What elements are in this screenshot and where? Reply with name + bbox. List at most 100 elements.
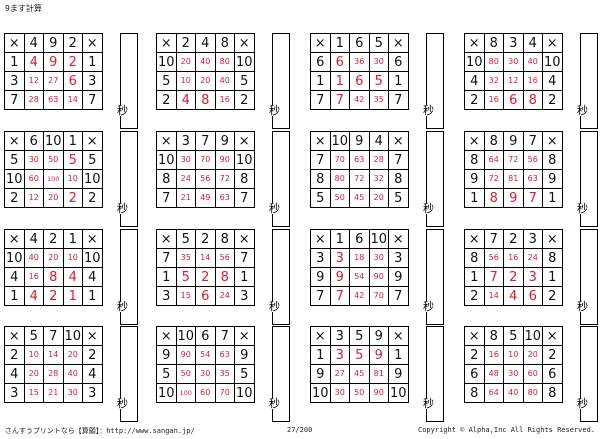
answer-cell: 8 [483,188,504,208]
time-box [272,326,290,422]
column-header: 6 [195,326,216,346]
row-header: 1 [4,52,25,72]
time-box [426,326,444,422]
column-header: 7 [483,229,504,249]
row-header: 3 [4,383,25,403]
operator-cell: × [234,131,255,151]
row-header: 2 [4,345,25,365]
row-header: 2 [542,90,563,110]
row-header: 10 [156,383,177,403]
operator-cell: × [464,131,485,151]
answer-cell: 4 [23,286,44,306]
answer-cell: 56 [483,248,504,268]
answer-cell: 9 [503,188,524,208]
time-box [272,131,290,227]
answer-cell: 40 [23,248,44,268]
seconds-label: 秒 [117,397,128,410]
answer-cell: 50 [43,150,64,170]
row-header: 10 [542,52,563,72]
operator-cell: × [4,326,25,346]
answer-cell: 16 [214,90,235,110]
column-header: 2 [175,33,196,53]
answer-cell: 35 [368,90,389,110]
row-header: 1 [82,52,103,72]
time-box [272,33,290,129]
seconds-label: 秒 [423,397,434,410]
answer-cell: 35 [214,364,235,384]
answer-cell: 2 [503,267,524,287]
seconds-label: 秒 [117,104,128,117]
column-header: 5 [175,229,196,249]
answer-cell: 3 [329,248,350,268]
answer-cell: 16 [483,345,504,365]
answer-cell: 4 [503,286,524,306]
answer-cell: 14 [43,345,64,365]
answer-cell: 6 [522,286,543,306]
column-header: 4 [368,131,389,151]
column-header: 9 [368,326,389,346]
column-header: 8 [483,131,504,151]
operator-cell: × [542,229,563,249]
operator-cell: × [542,326,563,346]
row-header: 2 [234,90,255,110]
answer-cell: 90 [368,383,389,403]
row-header: 6 [542,364,563,384]
seconds-label: 秒 [577,202,588,215]
answer-cell: 16 [522,71,543,91]
answer-cell: 54 [195,345,216,365]
operator-cell: × [156,229,177,249]
time-box [426,131,444,227]
answer-cell: 80 [214,52,235,72]
answer-cell: 6 [349,71,370,91]
column-header: 1 [329,229,350,249]
answer-cell: 32 [368,169,389,189]
answer-cell: 16 [23,267,44,287]
column-header: 2 [503,229,524,249]
column-header: 4 [23,229,44,249]
answer-cell: 5 [349,345,370,365]
row-header: 9 [310,267,331,287]
column-header: 2 [195,229,216,249]
answer-cell: 20 [43,188,64,208]
column-header: 3 [175,131,196,151]
row-header: 9 [542,169,563,189]
answer-cell: 30 [368,52,389,72]
answer-cell: 80 [329,169,350,189]
answer-cell: 21 [175,188,196,208]
answer-cell: 7 [522,188,543,208]
column-header: 10 [175,326,196,346]
operator-cell: × [464,33,485,53]
row-header: 3 [310,248,331,268]
row-header: 2 [464,286,485,306]
answer-cell: 8 [522,90,543,110]
answer-cell: 90 [214,150,235,170]
answer-cell: 60 [195,383,216,403]
answer-cell: 24 [175,169,196,189]
answer-cell: 9 [43,52,64,72]
answer-cell: 28 [43,364,64,384]
time-box [120,33,138,129]
operator-cell: × [310,33,331,53]
row-header: 2 [542,286,563,306]
answer-cell: 12 [23,71,44,91]
row-header: 8 [388,169,409,189]
column-header: 10 [522,326,543,346]
row-header: 5 [310,188,331,208]
seconds-label: 秒 [577,104,588,117]
answer-cell: 50 [329,188,350,208]
answer-cell: 30 [329,383,350,403]
row-header: 6 [464,364,485,384]
operator-cell: × [82,33,103,53]
answer-cell: 42 [349,286,370,306]
answer-cell: 42 [349,90,370,110]
row-header: 5 [82,150,103,170]
operator-cell: × [234,229,255,249]
answer-cell: 14 [483,286,504,306]
